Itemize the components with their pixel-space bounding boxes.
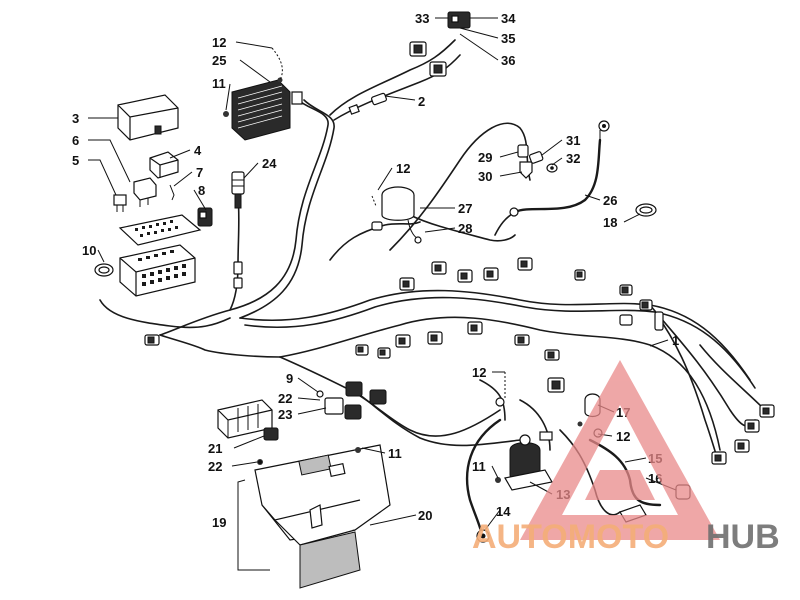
connector-33-36	[409, 11, 471, 77]
callout-34: 34	[501, 11, 516, 26]
relay-cluster-9-23	[316, 381, 387, 420]
callout-12-right: 12	[616, 429, 630, 444]
callout-33: 33	[415, 11, 429, 26]
callout-5: 5	[72, 153, 79, 168]
clamp-10	[94, 263, 114, 277]
callout-23: 23	[278, 407, 292, 422]
callout-28: 28	[458, 221, 472, 236]
fuse-panel-board	[118, 214, 202, 246]
callout-24: 24	[262, 156, 277, 171]
leader-lines	[88, 17, 677, 531]
callout-7: 7	[196, 165, 203, 180]
watermark-text: AUTOMOTO HUB	[472, 518, 780, 556]
clamp-18	[635, 203, 657, 217]
callout-14: 14	[496, 504, 511, 519]
callout-labels: 33 34 35 36 12 25 11 2 3 6 4 5 7 8 24 12…	[72, 11, 679, 530]
callout-31: 31	[566, 133, 580, 148]
callout-2: 2	[418, 94, 425, 109]
callout-22-lower: 22	[208, 459, 222, 474]
callout-32: 32	[566, 151, 580, 166]
battery-cable-26	[509, 120, 610, 217]
callout-27: 27	[458, 201, 472, 216]
callout-11-mid: 11	[388, 446, 402, 461]
callout-12-mid: 12	[472, 365, 486, 380]
relay-small	[133, 177, 157, 207]
fuse-blade	[113, 194, 127, 212]
callout-11-low: 11	[472, 459, 486, 474]
fuse-terminal	[169, 184, 175, 201]
voltage-regulator	[223, 77, 303, 141]
watermark-text-automoto: AUTOMOTO	[472, 518, 669, 556]
callout-1: 1	[672, 333, 679, 348]
bracket-19	[237, 479, 270, 571]
watermark-triangle-icon	[520, 360, 720, 540]
callout-25: 25	[212, 53, 226, 68]
callout-9: 9	[286, 371, 293, 386]
relay-large	[149, 151, 179, 179]
callout-11-top: 11	[212, 76, 226, 91]
sensor-24	[231, 171, 245, 289]
callout-3: 3	[72, 111, 79, 126]
callout-4: 4	[194, 143, 202, 158]
callout-6: 6	[72, 133, 79, 148]
connector-2	[348, 92, 387, 115]
callout-12-coil: 12	[396, 161, 410, 176]
fittings-29-32	[517, 144, 558, 179]
callout-12-top: 12	[212, 35, 226, 50]
ignition-coil	[371, 186, 422, 244]
callout-20: 20	[418, 508, 432, 523]
control-module	[217, 399, 279, 441]
connector-8	[197, 207, 213, 227]
callout-19: 19	[212, 515, 226, 530]
callout-30: 30	[478, 169, 492, 184]
callout-22-upper: 22	[278, 391, 292, 406]
harness-connectors	[144, 257, 775, 465]
watermark-logo	[520, 360, 720, 540]
callout-35: 35	[501, 31, 515, 46]
callout-10: 10	[82, 243, 96, 258]
mounting-plate	[254, 444, 391, 589]
starter-solenoid	[504, 431, 553, 491]
main-harness	[99, 39, 766, 537]
fuse-box-cover	[117, 94, 179, 141]
callout-18: 18	[603, 215, 617, 230]
fuse-box-base	[119, 244, 196, 297]
callout-26: 26	[603, 193, 617, 208]
watermark-text-hub: HUB	[706, 518, 780, 556]
callout-8: 8	[198, 183, 205, 198]
callout-36: 36	[501, 53, 515, 68]
callout-21: 21	[208, 441, 222, 456]
callout-29: 29	[478, 150, 492, 165]
